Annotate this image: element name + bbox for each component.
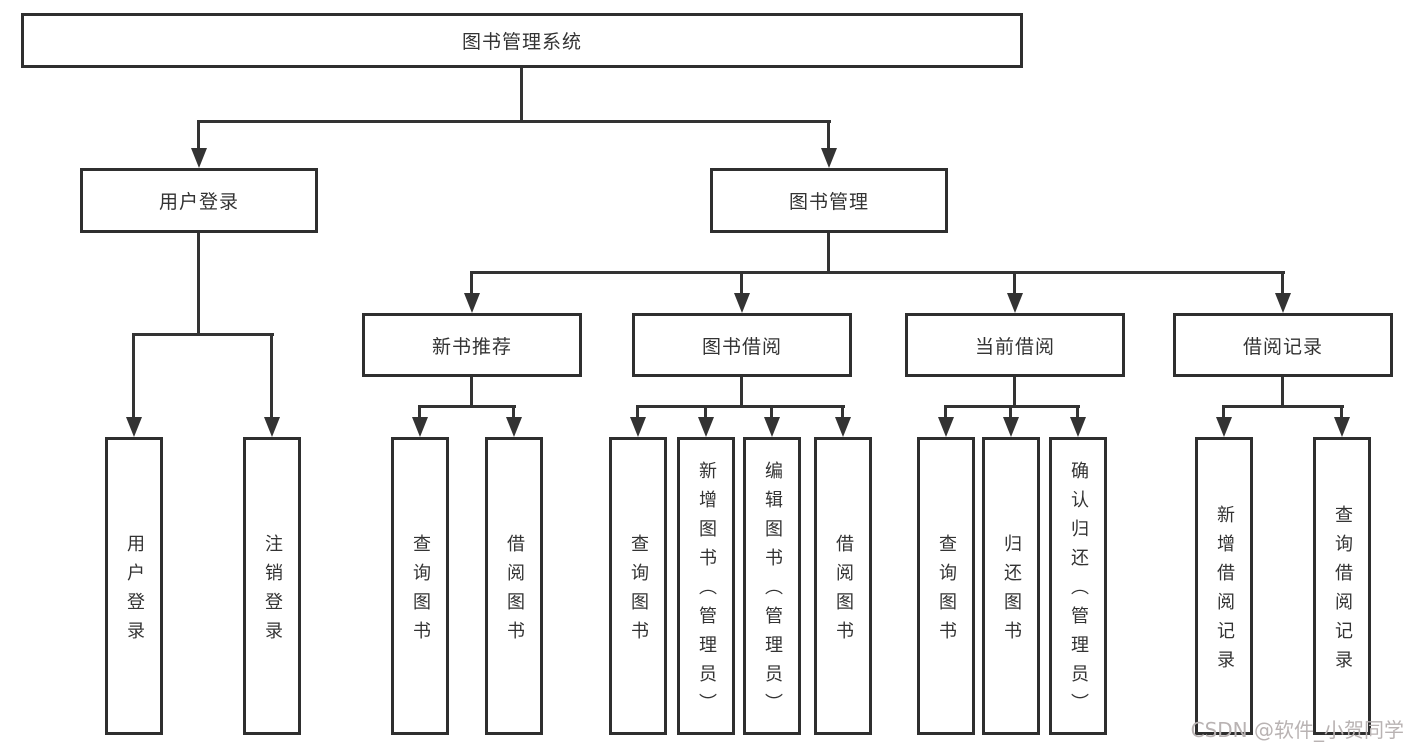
leaf-label: 借阅图书	[504, 533, 525, 650]
connector-line	[418, 405, 421, 419]
leaf-label: 查询图书	[628, 533, 649, 650]
leaf-user-login: 用户登录	[105, 437, 163, 735]
connector-line	[270, 333, 273, 419]
leaf-label: 用户登录	[124, 533, 145, 650]
arrowhead-icon	[126, 417, 142, 437]
connector-line	[1340, 405, 1343, 419]
node-label: 新书推荐	[431, 335, 512, 358]
arrowhead-icon	[191, 148, 207, 168]
connector-line	[470, 271, 473, 295]
connector-line	[197, 233, 200, 333]
connector-line	[470, 377, 473, 405]
leaf-label: 查询图书	[936, 533, 957, 650]
connector-line	[827, 233, 830, 271]
node-library-system: 图书管理系统	[21, 13, 1023, 68]
arrowhead-icon	[938, 417, 954, 437]
connector-line	[740, 271, 743, 295]
connector-line	[197, 120, 200, 150]
connector-line	[944, 405, 947, 419]
leaf-return-book: 归还图书	[982, 437, 1040, 735]
leaf-query-book: 查询图书	[917, 437, 975, 735]
leaf-label: 查询图书	[410, 533, 431, 650]
connector-line	[512, 405, 515, 419]
connector-line	[1009, 405, 1012, 419]
node-book-borrow: 图书借阅	[632, 313, 852, 377]
connector-line	[1013, 271, 1016, 295]
connector-line	[636, 405, 639, 419]
connector-line	[132, 333, 135, 419]
arrowhead-icon	[1003, 417, 1019, 437]
arrowhead-icon	[630, 417, 646, 437]
connector-line	[841, 405, 844, 419]
arrowhead-icon	[1275, 293, 1291, 313]
node-label: 图书管理	[788, 191, 869, 213]
connector-line	[740, 377, 743, 405]
node-label: 图书管理系统	[461, 31, 582, 53]
arrowhead-icon	[506, 417, 522, 437]
leaf-edit-book-admin: 编辑图书（管理员）	[743, 437, 801, 735]
leaf-label: 新增借阅记录	[1214, 504, 1235, 679]
connector-line	[1013, 377, 1016, 405]
connector-line	[770, 405, 773, 419]
leaf-borrow-book: 借阅图书	[814, 437, 872, 735]
node-current-borrow: 当前借阅	[905, 313, 1125, 377]
leaf-add-book-admin: 新增图书（管理员）	[677, 437, 735, 735]
leaf-label: 新增图书（管理员）	[696, 461, 717, 722]
arrowhead-icon	[264, 417, 280, 437]
node-label: 借阅记录	[1242, 335, 1323, 358]
leaf-label: 编辑图书（管理员）	[762, 461, 783, 722]
leaf-label: 查询借阅记录	[1332, 504, 1353, 679]
arrowhead-icon	[412, 417, 428, 437]
connector-line	[636, 405, 845, 408]
connector-line	[1281, 377, 1284, 405]
arrowhead-icon	[1334, 417, 1350, 437]
leaf-query-book: 查询图书	[609, 437, 667, 735]
leaf-add-borrow-record: 新增借阅记录	[1195, 437, 1253, 735]
leaf-query-borrow-record: 查询借阅记录	[1313, 437, 1371, 735]
leaf-label: 注销登录	[262, 533, 283, 650]
leaf-borrow-book: 借阅图书	[485, 437, 543, 735]
connector-line	[418, 405, 516, 408]
arrowhead-icon	[1216, 417, 1232, 437]
arrowhead-icon	[464, 293, 480, 313]
node-user-login: 用户登录	[80, 168, 318, 233]
connector-line	[1281, 271, 1284, 295]
leaf-label: 确认归还（管理员）	[1068, 461, 1089, 722]
arrowhead-icon	[1007, 293, 1023, 313]
connector-line	[520, 68, 523, 120]
node-new-book-recommend: 新书推荐	[362, 313, 582, 377]
node-book-management: 图书管理	[710, 168, 948, 233]
connector-line	[1076, 405, 1079, 419]
leaf-logout: 注销登录	[243, 437, 301, 735]
arrowhead-icon	[1070, 417, 1086, 437]
connector-line	[1222, 405, 1225, 419]
connector-line	[470, 271, 1285, 274]
connector-line	[1222, 405, 1344, 408]
node-label: 当前借阅	[974, 335, 1055, 358]
leaf-query-book: 查询图书	[391, 437, 449, 735]
connector-line	[704, 405, 707, 419]
node-borrow-records: 借阅记录	[1173, 313, 1393, 377]
arrowhead-icon	[734, 293, 750, 313]
connector-line	[827, 120, 830, 150]
arrowhead-icon	[821, 148, 837, 168]
arrowhead-icon	[698, 417, 714, 437]
leaf-label: 归还图书	[1001, 533, 1022, 650]
connector-line	[132, 333, 274, 336]
connector-line	[944, 405, 1080, 408]
leaf-confirm-return-admin: 确认归还（管理员）	[1049, 437, 1107, 735]
arrowhead-icon	[764, 417, 780, 437]
connector-line	[197, 120, 831, 123]
leaf-label: 借阅图书	[833, 533, 854, 650]
node-label: 用户登录	[158, 191, 239, 213]
watermark: CSDN @软件_小贺同学	[1190, 718, 1404, 742]
arrowhead-icon	[835, 417, 851, 437]
node-label: 图书借阅	[701, 335, 782, 358]
